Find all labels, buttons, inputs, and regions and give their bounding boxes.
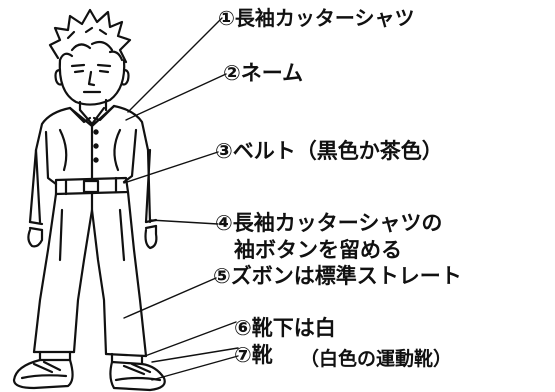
label-shoes: ⑦靴 bbox=[234, 343, 273, 367]
label-shoes-note: （白色の運動靴） bbox=[300, 348, 453, 370]
trousers bbox=[32, 190, 148, 358]
leader-lines bbox=[123, 17, 239, 381]
label-cuff-buttons-line2: 袖ボタンを留める bbox=[234, 238, 402, 262]
sleeves bbox=[28, 148, 158, 232]
head bbox=[54, 58, 130, 106]
label-trousers: ⑤ズボンは標準ストレート bbox=[213, 264, 462, 288]
socks bbox=[38, 350, 144, 366]
hair bbox=[48, 8, 132, 64]
label-long-sleeve-shirt: ①長袖カッターシャツ bbox=[218, 6, 415, 30]
belt bbox=[54, 176, 130, 196]
label-name-tag: ②ネーム bbox=[223, 61, 304, 85]
label-belt: ③ベルト（黒色か茶色） bbox=[215, 139, 443, 163]
shoes bbox=[12, 358, 166, 392]
label-socks: ⑥靴下は白 bbox=[234, 316, 336, 340]
label-cuff-buttons-line1: ④長袖カッターシャツの bbox=[215, 211, 443, 235]
hands bbox=[27, 224, 158, 250]
